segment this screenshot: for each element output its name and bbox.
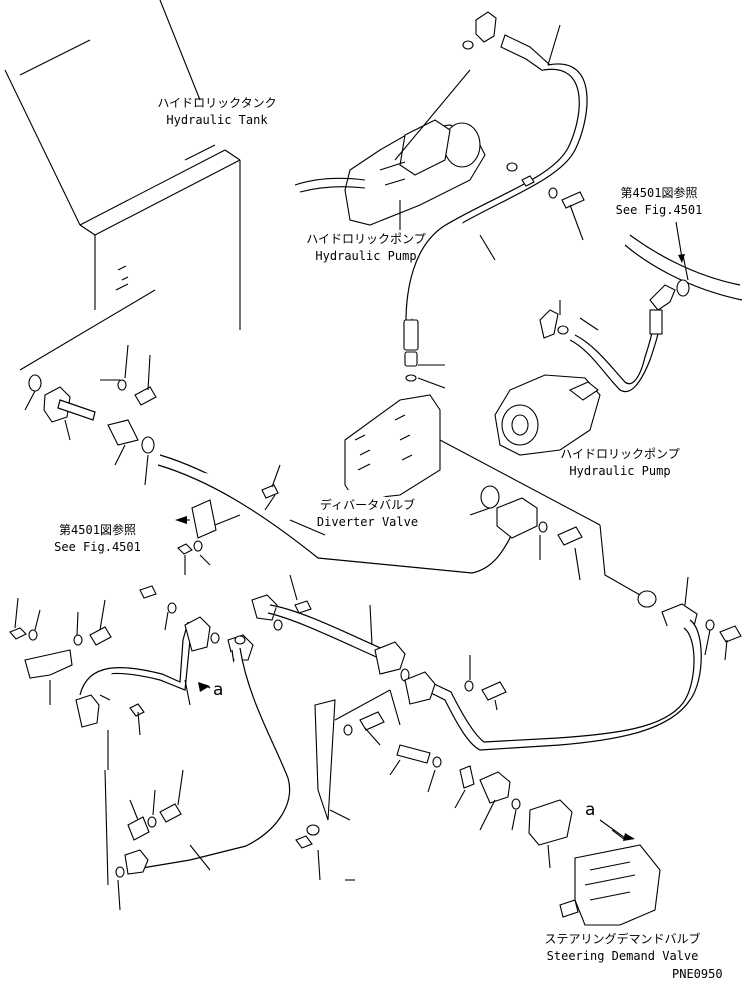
diverter-label-jp: ディバータバルブ <box>319 498 416 512</box>
right-pump-label-jp: ハイドロリックポンプ <box>560 447 680 461</box>
center-lower-assembly <box>251 574 410 881</box>
steering-valve-label-jp: ステアリングデマンドバルブ <box>544 932 701 946</box>
upper-pump-label-en: Hydraulic Pump <box>315 249 417 263</box>
fig-ref-right-jp: 第4501図参照 <box>620 186 698 200</box>
view-a-left-label: a <box>213 680 224 700</box>
upper-pump-assembly <box>294 11 588 389</box>
right-pump-assembly <box>494 234 743 456</box>
right-lower-assembly <box>389 576 742 926</box>
hydraulic-tank <box>4 0 241 371</box>
right-pump-label-en: Hydraulic Pump <box>569 464 671 478</box>
diverter-valve-assembly <box>157 394 641 596</box>
upper-pump-label-jp: ハイドロリックポンプ <box>306 232 426 246</box>
diverter-label-en: Diverter Valve <box>316 515 419 529</box>
left-upper-fittings <box>24 344 281 575</box>
steering-valve-label-en: Steering Demand Valve <box>546 949 699 963</box>
view-a-right-label: a <box>585 800 596 820</box>
fig-ref-left-en: See Fig.4501 <box>54 540 141 554</box>
fig-ref-right-en: See Fig.4501 <box>615 203 703 217</box>
tank-label-jp: ハイドロリックタンク <box>157 96 277 110</box>
lower-left-assembly <box>9 585 290 911</box>
tank-label-en: Hydraulic Tank <box>166 113 268 127</box>
drawing-code: PNE0950 <box>672 967 723 981</box>
fig-ref-left-jp: 第4501図参照 <box>59 523 136 537</box>
leader-lines <box>289 200 685 536</box>
